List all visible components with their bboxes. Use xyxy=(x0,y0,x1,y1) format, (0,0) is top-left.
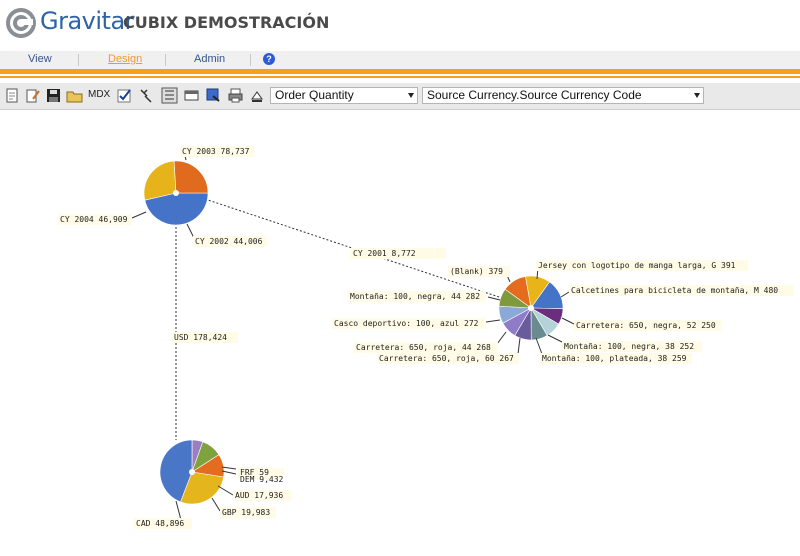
check-icon[interactable] xyxy=(116,87,133,104)
slice-label-text: Carretera: 650, negra, 52 250 xyxy=(576,321,716,330)
mdx-button[interactable]: MDX xyxy=(88,89,111,100)
new-icon[interactable] xyxy=(4,87,21,104)
app-header: Gravitar CUBIX DEMOSTRACIÓN xyxy=(0,0,800,50)
slice-label: (Blank) 379 xyxy=(448,266,511,283)
slice-label: Montaña: 100, negra, 38 252 xyxy=(547,334,702,352)
grid-icon[interactable] xyxy=(161,87,178,104)
pie-center xyxy=(528,305,534,311)
print-icon[interactable] xyxy=(227,87,244,104)
slice-label-text: (Blank) 379 xyxy=(450,267,503,276)
logo-text: Gravitar xyxy=(40,7,135,35)
pie-node-currency[interactable] xyxy=(159,439,225,505)
slice-label-text: Montaña: 100, plateada, 38 259 xyxy=(542,354,687,363)
slice-label: AUD 17,936 xyxy=(217,485,291,501)
pie-center xyxy=(189,469,195,475)
slice-label: Montaña: 100, plateada, 38 259 xyxy=(535,337,692,364)
slice-label: GBP 19,983 xyxy=(211,497,276,518)
nav-divider xyxy=(250,54,251,66)
slice-label: Casco deportivo: 100, azul 272 xyxy=(332,318,501,329)
pie-slice[interactable] xyxy=(144,192,209,226)
tab-view[interactable]: View xyxy=(28,53,52,65)
pie-node-years[interactable] xyxy=(143,160,209,226)
pie-node-products[interactable] xyxy=(498,275,564,341)
slice-label-text: CY 2002 44,006 xyxy=(195,237,263,246)
slice-label: Calcetines para bicicleta de montaña, M … xyxy=(560,285,793,298)
main-nav: View Design Admin ? xyxy=(0,51,800,69)
slice-label-text: Calcetines para bicicleta de montaña, M … xyxy=(571,286,778,295)
gravitar-logo-icon xyxy=(6,8,36,38)
slice-label: CY 2003 78,737 xyxy=(180,146,254,161)
edit-icon[interactable] xyxy=(24,87,41,104)
pie-slice[interactable] xyxy=(159,439,193,503)
slice-label-text: Montaña: 100, negra, 38 252 xyxy=(564,342,694,351)
pie-slice[interactable] xyxy=(143,160,177,201)
accent-bar-thin xyxy=(0,76,800,78)
tab-design[interactable]: Design xyxy=(108,53,143,65)
edge-label-usd: USD 178,424 xyxy=(172,332,238,343)
window-icon[interactable] xyxy=(183,87,200,104)
slice-label: Jersey con logotipo de manga larga, G 39… xyxy=(536,260,748,280)
slice-label: CAD 48,896 xyxy=(134,500,192,529)
slice-label: FRF 59 xyxy=(221,466,274,477)
slice-label-text: CY 2003 78,737 xyxy=(182,147,250,156)
slice-label: CY 2002 44,006 xyxy=(186,223,267,247)
slice-label: Carretera: 650, negra, 52 250 xyxy=(561,317,722,331)
dimension-select[interactable]: Source Currency.Source Currency Code xyxy=(422,87,704,104)
pivot-graph-canvas[interactable]: CY 2001 8,772 USD 178,424 CY 2003 78,737… xyxy=(0,110,800,556)
slice-label-text: Carretera: 650, roja, 44 268 xyxy=(356,343,491,352)
slice-label-text: AUD 17,936 xyxy=(235,491,283,500)
slice-label: Montaña: 100, negra, 44 282 xyxy=(348,291,501,302)
measure-select-value: Order Quantity xyxy=(275,88,354,102)
slice-label-text: Casco deportivo: 100, azul 272 xyxy=(334,319,479,328)
page-title: CUBIX DEMOSTRACIÓN xyxy=(123,13,330,32)
edge-label-cy2001: CY 2001 8,772 xyxy=(350,248,446,259)
edge-label-text: CY 2001 8,772 xyxy=(353,249,416,258)
chevron-down-icon xyxy=(694,93,700,98)
pie-slice[interactable] xyxy=(504,276,532,309)
slice-label: Carretera: 650, roja, 44 268 xyxy=(354,331,507,353)
edge-line xyxy=(204,198,509,301)
pie-slice[interactable] xyxy=(180,471,224,505)
nav-divider xyxy=(165,54,166,66)
pin-icon[interactable] xyxy=(138,87,155,104)
slice-label-text: Montaña: 100, negra, 44 282 xyxy=(350,292,480,301)
help-icon[interactable]: ? xyxy=(263,53,275,65)
slice-label-text: Carretera: 650, roja, 60 267 xyxy=(379,354,514,363)
chevron-down-icon xyxy=(408,93,414,98)
dimension-select-value: Source Currency.Source Currency Code xyxy=(427,88,642,102)
accent-bar xyxy=(0,69,800,74)
open-folder-icon[interactable] xyxy=(66,87,83,104)
slice-label: Carretera: 650, roja, 60 267 xyxy=(377,337,521,364)
save-icon[interactable] xyxy=(45,87,62,104)
slice-label-text: GBP 19,983 xyxy=(222,508,270,517)
slice-label: CY 2004 46,909 xyxy=(58,211,147,225)
slice-label-text: Jersey con logotipo de manga larga, G 39… xyxy=(538,261,736,270)
slice-label-text: DEM 9,432 xyxy=(240,475,284,484)
eject-icon[interactable] xyxy=(249,87,266,104)
measure-select[interactable]: Order Quantity xyxy=(270,87,418,104)
tab-admin[interactable]: Admin xyxy=(194,53,226,65)
toolbar: MDX Order Quantity Source Currency.Sourc… xyxy=(0,83,800,110)
pie-center xyxy=(173,190,179,196)
pie-slice[interactable] xyxy=(173,160,209,194)
slice-label-text: FRF 59 xyxy=(240,468,269,477)
slice-label-text: CAD 48,896 xyxy=(136,519,184,528)
edge-label-text: USD 178,424 xyxy=(174,333,227,342)
nav-divider xyxy=(78,54,79,66)
export-icon[interactable] xyxy=(205,87,222,104)
slice-label-text: CY 2004 46,909 xyxy=(60,215,128,224)
